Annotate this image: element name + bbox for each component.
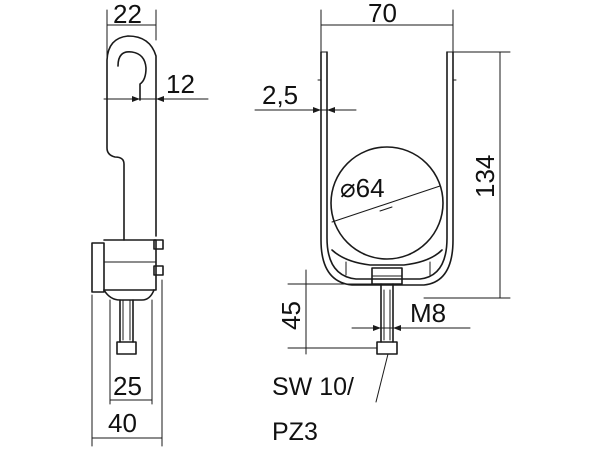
dim-70-label: 70 [368,0,397,28]
side-view: 22 12 25 40 [91,0,209,447]
diameter-center-tick [379,206,393,212]
dim-2-5-arrow-b [327,107,335,113]
front-bolt-head [376,341,398,355]
side-bolt-thread [122,299,131,341]
dim-22-label: 22 [113,0,142,29]
side-bolt-head [116,341,137,355]
saddle-ribs [345,261,431,276]
clip-outer [320,51,454,286]
cable-circle [330,146,444,260]
side-skirt [103,289,155,301]
side-body [103,239,157,291]
dim-m8-arrow-b [393,325,401,331]
side-nut-bottom [153,265,164,276]
diameter-leader [331,185,441,223]
side-hook-outline [106,35,157,241]
front-view: 70 2,5 ⌀64 134 45 M8 SW 10/ PZ3 [254,0,511,446]
front-bolt [380,283,394,343]
clip-inner [326,51,448,280]
dim-134-label: 134 [470,155,500,198]
wrench-leader [375,353,389,403]
dim-2-5-label: 2,5 [262,80,298,110]
dim-m8-arrow-a [373,325,381,331]
wrench-size-label: SW 10/ [272,373,354,401]
side-backplate [91,242,105,293]
dim-2-5-arrow-a [313,107,321,113]
dim-12-label: 12 [166,69,195,99]
side-bolt [119,299,134,343]
drive-label: PZ3 [272,418,318,446]
side-nut-top [153,239,164,250]
dim-12-arrow-a [132,96,140,102]
clip-saddle [331,249,443,266]
dim-25-label: 25 [113,371,142,401]
front-bolt-thread [383,289,391,341]
dim-40-label: 40 [108,408,137,438]
dim-45-label: 45 [276,301,306,330]
diameter-label: ⌀64 [340,173,385,203]
dim-12-arrow-b [156,96,164,102]
dim-m8-label: M8 [410,298,446,328]
